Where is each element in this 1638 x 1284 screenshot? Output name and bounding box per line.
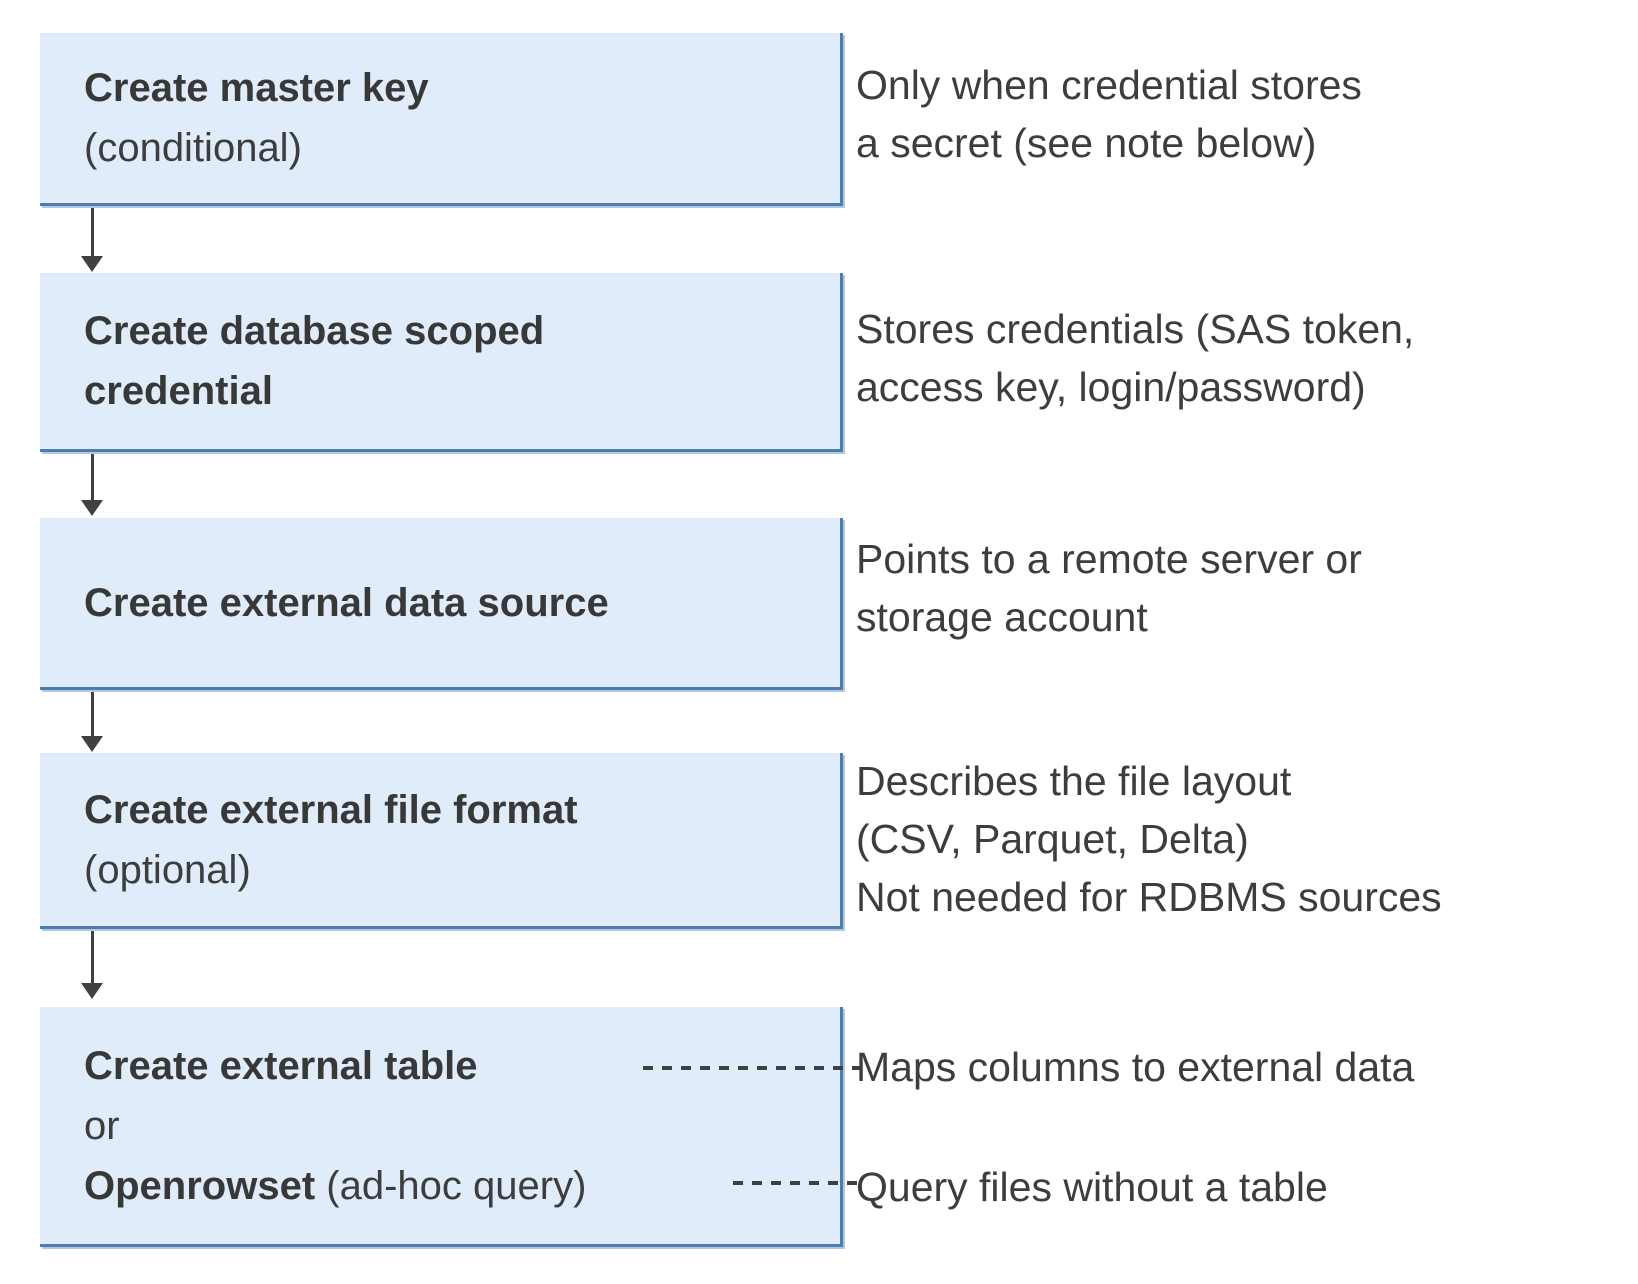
node-title: Create external data source [84, 580, 609, 625]
node-openrowset-line: Openrowset (ad-hoc query) [84, 1156, 840, 1216]
node-or-label: or [84, 1103, 120, 1148]
node-openrowset-suffix: (ad-hoc query) [315, 1163, 587, 1208]
flow-node-create-external-data-source: Create external data source [40, 518, 843, 690]
arrow-head [81, 736, 103, 752]
flow-node-create-external-file-format: Create external file format (optional) [40, 753, 843, 929]
node-title: Create master key [84, 66, 429, 110]
annotation-openrowset: Query files without a table [856, 1164, 1328, 1210]
node-openrowset-title: Openrowset [84, 1163, 316, 1208]
arrow-down-icon [81, 931, 103, 999]
node-title: Create external table [84, 1043, 478, 1088]
arrow-stem [90, 454, 94, 500]
flow-node-create-external-table-or-openrowset: Create external table or Openrowset (ad-… [40, 1007, 843, 1247]
annotation-file-format: Describes the file layout (CSV, Parquet,… [856, 758, 1442, 920]
arrow-stem [90, 208, 94, 256]
annotation-scoped-credential: Stores credentials (SAS token, access ke… [856, 306, 1415, 410]
arrow-head [81, 983, 103, 999]
node-title: Create external file format [84, 787, 578, 832]
node-title: Create database scoped credential [84, 309, 545, 413]
arrow-down-icon [81, 208, 103, 272]
arrow-down-icon [81, 454, 103, 516]
arrow-head [81, 256, 103, 272]
annotation-master-key: Only when credential stores a secret (se… [856, 62, 1362, 166]
node-subtitle: (optional) [84, 847, 251, 892]
arrow-stem [90, 692, 94, 736]
dashed-connector-external-table [643, 1066, 863, 1070]
annotation-external-table: Maps columns to external data [856, 1044, 1415, 1090]
flow-node-create-master-key: Create master key (conditional) [40, 33, 843, 206]
flow-node-create-database-scoped-credential: Create database scoped credential [40, 273, 843, 452]
annotation-data-source: Points to a remote server or storage acc… [856, 536, 1362, 640]
arrow-head [81, 500, 103, 516]
arrow-stem [90, 931, 94, 983]
dashed-connector-openrowset [733, 1181, 863, 1185]
node-title-line: Create external table [84, 1036, 840, 1096]
arrow-down-icon [81, 692, 103, 752]
node-subtitle: (conditional) [84, 126, 302, 170]
